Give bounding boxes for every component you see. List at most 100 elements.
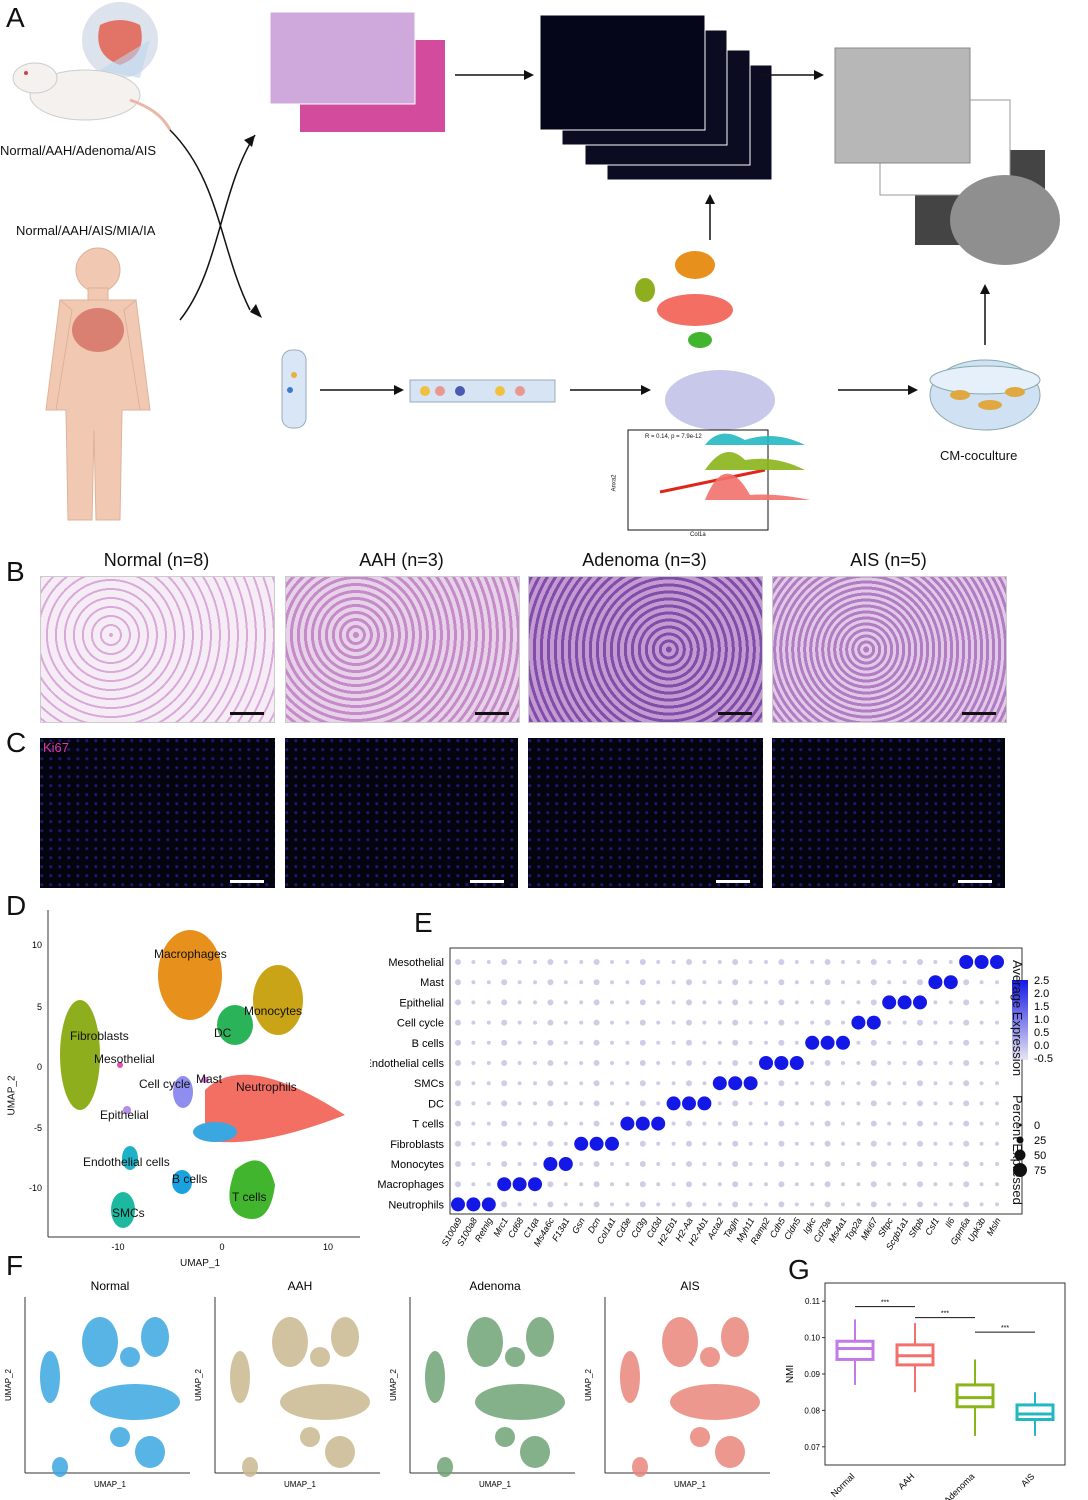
dotplot-dot — [471, 1020, 476, 1025]
boxplot-xtick: Adenoma — [942, 1471, 976, 1500]
dotplot-dot — [481, 1197, 496, 1212]
dotplot-dot — [455, 999, 461, 1006]
dotplot-dot — [902, 1040, 907, 1045]
umap-xlabel: UMAP_1 — [94, 1480, 127, 1489]
dotplot-dot — [486, 1101, 491, 1106]
dotplot-dot — [917, 1100, 923, 1107]
legend-expression-tick: -0.5 — [1034, 1053, 1053, 1065]
dotplot-dot — [856, 1081, 861, 1086]
dotplot-dot — [963, 999, 970, 1006]
dotplot-dot — [563, 1040, 568, 1045]
dotplot-dot — [579, 1121, 584, 1126]
umap-ylabel: UMAP_2 — [389, 1368, 398, 1401]
dotplot-dot — [579, 1202, 584, 1207]
dotplot-dot — [547, 1140, 554, 1147]
dotplot-dot — [841, 1202, 845, 1207]
panel-label-a: A — [6, 2, 25, 33]
dotplot-dot — [533, 1141, 537, 1146]
dotplot-gene-label: Mki67 — [859, 1215, 880, 1242]
dotplot-dot — [639, 959, 646, 965]
dotplot-dot — [979, 1040, 984, 1045]
dotplot-dot — [589, 1136, 604, 1151]
dotplot-dot — [702, 1040, 707, 1045]
dotplot-dot — [593, 1201, 600, 1208]
dotplot-dot — [917, 1181, 923, 1188]
dotplot-dot — [933, 1101, 938, 1106]
dotplot-dot — [764, 1000, 768, 1005]
dotplot-dot — [841, 980, 845, 985]
dotplot-dot — [933, 1000, 938, 1005]
dotplot-dot — [841, 960, 845, 964]
boxplot-ytick: 0.08 — [804, 1406, 820, 1415]
dotplot-dot — [486, 1020, 491, 1025]
legend-expression-tick: 1.5 — [1034, 1001, 1049, 1013]
dotplot-dot — [610, 1020, 614, 1025]
dotplot-dot — [656, 1040, 661, 1045]
dotplot-dot — [778, 1140, 785, 1147]
boxplot-xtick: Normal — [829, 1471, 857, 1499]
dotplot-dot — [639, 979, 646, 986]
umap-cluster — [715, 1436, 745, 1468]
umap-xtick: 10 — [323, 1242, 333, 1252]
dotplot-dot — [841, 1121, 845, 1126]
dotplot-dot — [702, 960, 707, 964]
dotplot-dot — [882, 995, 897, 1010]
dotplot-dot — [455, 1120, 461, 1127]
dotplot-dot — [579, 1101, 584, 1106]
dotplot-dot — [917, 959, 923, 965]
dotplot-dot — [610, 1202, 614, 1207]
dotplot-dot — [533, 980, 537, 985]
dotplot-dot — [870, 1201, 877, 1208]
he-title-ais: AIS (n=5) — [850, 550, 927, 570]
dotplot-dot — [917, 1161, 923, 1167]
dotplot-dot — [824, 1080, 831, 1087]
dotplot-dot — [656, 960, 661, 964]
umap-ylabel: UMAP_2 — [4, 1368, 13, 1401]
dotplot-dot — [579, 1000, 584, 1005]
umap-xtick: 0 — [219, 1242, 224, 1252]
dotplot-dot — [486, 1162, 491, 1166]
condition-title: AIS — [680, 1279, 699, 1293]
dotplot-dot — [593, 959, 600, 965]
dotplot-dot — [517, 1040, 522, 1045]
dotplot-gene-label: Il6 — [943, 1216, 956, 1229]
dotplot-dot — [547, 1201, 554, 1208]
dotplot-dot — [610, 980, 614, 985]
cluster-label-dc: DC — [214, 1026, 232, 1040]
dotplot-dot — [732, 959, 739, 965]
dotplot-dot — [805, 1035, 820, 1050]
umap-cluster — [425, 1351, 445, 1403]
dotplot-dot — [948, 960, 953, 964]
dotplot-dot — [979, 1121, 984, 1126]
coculture-label: CM-coculture — [940, 448, 1018, 463]
significance-label: *** — [1001, 1325, 1009, 1332]
dotplot-dot — [732, 1120, 739, 1127]
dotplot-dot — [471, 1081, 476, 1086]
dotplot-dot — [933, 1121, 938, 1126]
dotplot-dot — [933, 1141, 938, 1146]
dotplot-dot — [610, 960, 614, 964]
legend-expression-tick: 2.5 — [1034, 975, 1049, 987]
dotplot-dot — [533, 1040, 537, 1045]
dotplot-dot — [593, 999, 600, 1006]
dotplot-dot — [686, 1120, 692, 1127]
dotplot-dot — [794, 1202, 799, 1207]
dotplot-dot — [917, 1120, 923, 1127]
dotplot-dot — [639, 1060, 646, 1066]
dotplot-dot — [563, 1141, 568, 1146]
dotplot-dot — [794, 1081, 799, 1086]
dotplot-dot — [824, 1181, 831, 1188]
umap-cluster — [721, 1317, 749, 1357]
dotplot-dot — [656, 1162, 661, 1166]
dotplot-dot — [501, 1100, 508, 1107]
dotplot-dot — [933, 1182, 938, 1187]
dotplot-dot — [887, 1061, 892, 1065]
cluster-label-epithelial: Epithelial — [100, 1108, 149, 1122]
dotplot-dot — [856, 1040, 861, 1045]
umap-cluster — [90, 1384, 180, 1420]
dotplot-dot — [902, 1162, 907, 1166]
dotplot-dot — [732, 979, 739, 986]
dotplot-dot — [963, 1181, 970, 1188]
dotplot-dot — [764, 1081, 768, 1086]
